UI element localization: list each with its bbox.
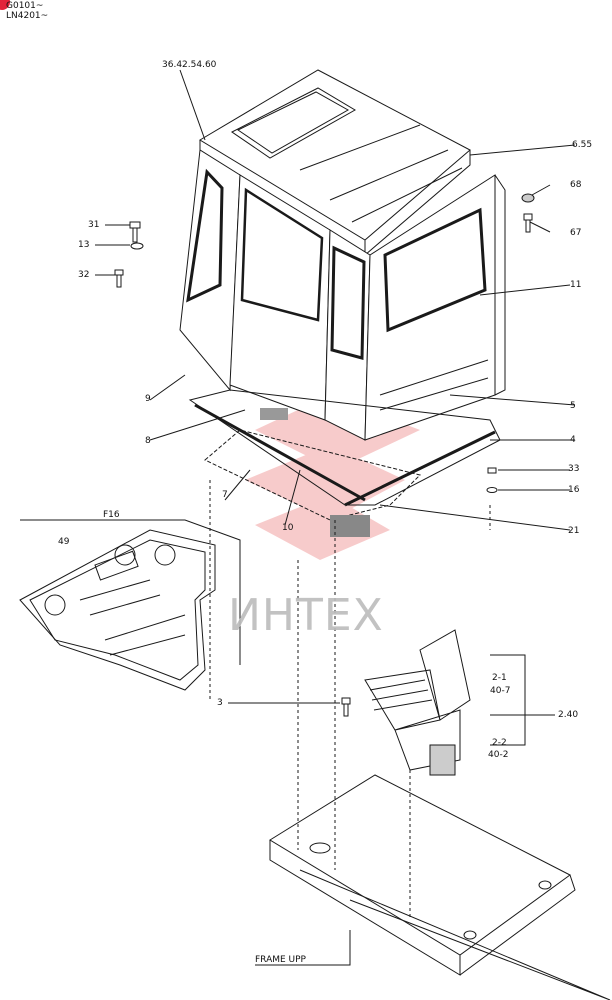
operator-seat — [364, 629, 471, 771]
floor-plate-7 — [204, 429, 421, 521]
callout-21: 21 — [568, 526, 580, 536]
serial-range-header: G0101~ LN4201~ — [6, 1, 48, 21]
callout-4: 4 — [570, 435, 576, 445]
floor-mat-49 — [19, 529, 216, 691]
callout-5: 5 — [570, 401, 576, 411]
watermark-logo — [245, 360, 420, 560]
callout-49: 49 — [58, 537, 70, 547]
callout-7: 7 — [222, 490, 228, 500]
serial-line-2: LN4201~ — [6, 11, 49, 21]
callout-9: 9 — [145, 394, 151, 404]
serial-line-1: G0101~ — [6, 1, 44, 11]
callout-68: 68 — [570, 180, 582, 190]
callout-67: 67 — [570, 228, 582, 238]
frame-upp-label: FRAME UPP — [255, 955, 306, 965]
callout-40-7: 40-7 — [490, 686, 511, 696]
callout-33: 33 — [568, 464, 580, 474]
callout-10: 10 — [282, 523, 294, 533]
callout-31: 31 — [88, 220, 100, 230]
cab-rear-window — [383, 207, 487, 333]
callout-13: 13 — [78, 240, 90, 250]
upper-frame — [269, 774, 571, 956]
callout-6: 6.55 — [572, 140, 593, 150]
callout-f16: F16 — [103, 510, 120, 520]
callout-32: 32 — [78, 270, 90, 280]
callout-2-1: 2-1 — [492, 673, 507, 683]
callout-2-2: 2-2 — [492, 738, 507, 748]
callout-36: 36.42.54.60 — [162, 60, 217, 70]
callout-40-2: 40-2 — [488, 750, 509, 760]
callout-11: 11 — [570, 280, 582, 290]
callout-2-40: 2.40 — [558, 710, 579, 720]
callout-16: 16 — [568, 485, 580, 495]
red-corner-marker — [0, 0, 10, 10]
callout-8: 8 — [145, 436, 151, 446]
watermark-text: ИНТЕХ — [228, 590, 384, 641]
callout-3: 3 — [217, 698, 223, 708]
